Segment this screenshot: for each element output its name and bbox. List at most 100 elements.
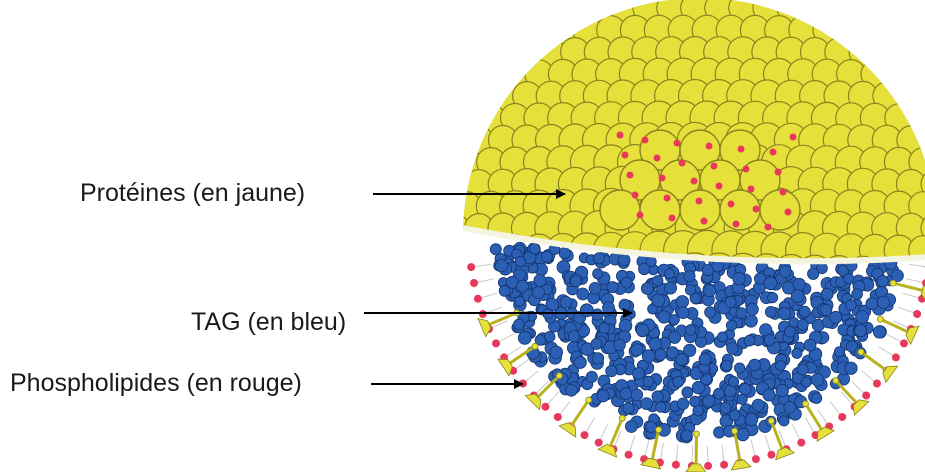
tag-molecule [728,376,738,386]
phospholipid-head [748,186,755,193]
tag-molecule [621,277,632,288]
tag-molecule [625,421,637,433]
protein-anchor-tip [586,397,592,403]
tag-molecule [580,304,593,317]
phospholipid-head [672,461,680,469]
tag-molecule [631,344,643,356]
tag-molecule [665,269,675,279]
tag-molecule [779,416,789,426]
tag-molecule [866,298,878,310]
tag-molecule [744,335,755,346]
protein-sphere [680,190,720,230]
tag-molecule [784,326,795,337]
tag-molecule [834,347,844,357]
tag-molecule [778,307,790,319]
tag-molecule [745,315,758,328]
tag-molecule [764,334,775,345]
phospholipid-head [838,413,846,421]
phospholipid-head [679,160,686,167]
protein-anchor-tip [890,280,896,286]
phospholipid-head [900,339,908,347]
tag-molecule [623,403,634,414]
tag-molecule [681,430,692,441]
tag-molecule [722,360,733,371]
tag-molecule [776,361,786,371]
tag-molecule [692,381,705,394]
phospholipid-head [632,192,639,199]
tag-molecule [495,260,507,272]
phospholipid-head [770,149,777,156]
tag-molecule [682,387,693,398]
phospholipid-head [873,380,881,388]
phospholipid-head [701,218,708,225]
tag-molecule [799,306,810,317]
tag-molecule [749,359,761,371]
tag-molecule [591,338,602,349]
tag-molecule [690,293,701,304]
tag-molecule [780,266,792,278]
tag-molecule [518,331,531,344]
tag-molecule [676,354,688,366]
tag-molecule [684,271,695,282]
tag-molecule [607,282,618,293]
tag-molecule [677,398,689,410]
tag-molecule [517,280,529,292]
phospholipid-head [581,431,589,439]
tag-molecule [720,402,731,413]
phospholipid-head [691,178,698,185]
tag-molecule [804,339,816,351]
protein-sphere [640,190,680,230]
phospholipid-head [862,392,870,400]
phospholipid-head [467,263,475,271]
phospholipid-head [780,189,787,196]
phospholipid-head [474,295,482,303]
tag-molecule [736,308,747,319]
tag-molecule [641,283,653,295]
tag-molecule [619,299,631,311]
phospholipid-head [716,183,723,190]
tag-molecule [652,294,665,307]
phospholipid-head [696,198,703,205]
tag-molecule [734,363,744,373]
phospholipid-head [642,137,649,144]
tag-molecule [550,346,563,359]
phospholipid-head [664,195,671,202]
protein-sphere [760,190,800,230]
tag-molecule [568,331,579,342]
tag-molecule [763,389,775,401]
tag-molecule [811,393,822,404]
tag-molecule [718,332,728,342]
phospholipid-head [541,403,549,411]
tag-molecule [649,338,662,351]
tag-molecule [855,325,867,337]
tag-molecule [704,285,716,297]
tag-molecule [544,331,555,342]
tag-molecule [618,254,630,266]
tag-molecule [593,269,603,279]
phospholipid-head [738,146,745,153]
tag-molecule [619,319,632,332]
tag-molecule [745,413,757,425]
phospholipid-head [790,134,797,141]
tag-molecule [643,376,654,387]
tag-molecule [764,277,777,290]
tag-molecule [791,290,804,303]
tag-molecule [776,384,788,396]
tag-molecule [808,268,819,279]
phospholipid-head [669,215,676,222]
tag-molecule [656,402,666,412]
tag-molecule [725,296,736,307]
tag-molecule [614,339,626,351]
tag-molecule [574,356,586,368]
tag-molecule [589,282,601,294]
tag-molecule [631,389,643,401]
tag-molecule [529,244,540,255]
tag-molecule [633,368,645,380]
tag-molecule [765,306,776,317]
protein-anchor-tip [619,415,625,421]
tag-molecule [676,296,689,309]
tag-molecule [606,365,617,376]
tag-molecule [515,296,525,306]
protein-anchor-tip [803,401,809,407]
